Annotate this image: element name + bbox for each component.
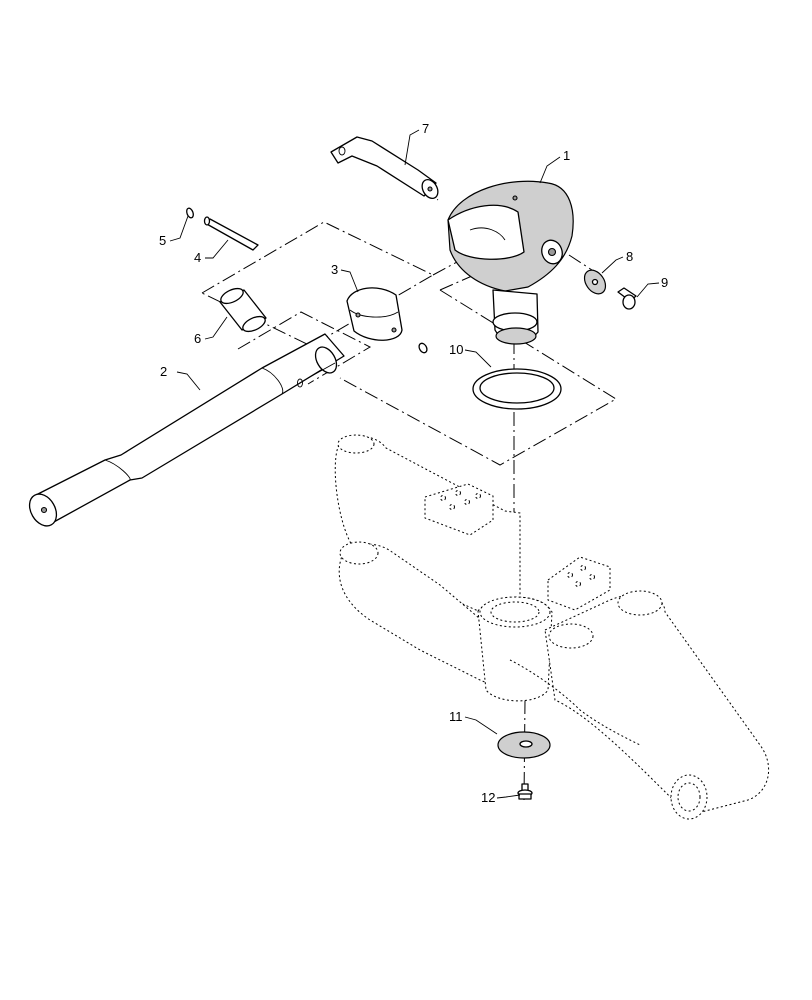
leader-lines <box>169 129 660 799</box>
part-1-housing[interactable] <box>447 180 574 345</box>
callout-10: 10 <box>449 342 463 357</box>
part-4-pin[interactable] <box>203 216 259 251</box>
callout-1: 1 <box>563 148 570 163</box>
part-5-clip[interactable] <box>185 207 194 219</box>
callout-5: 5 <box>159 233 166 248</box>
callout-3: 3 <box>331 262 338 277</box>
callout-8: 8 <box>626 249 633 264</box>
part-11-lower-washer[interactable] <box>497 731 551 759</box>
callout-11: 11 <box>449 709 463 724</box>
callout-4: 4 <box>194 250 201 265</box>
part-12-lower-bolt[interactable] <box>517 783 533 800</box>
callout-7: 7 <box>422 121 429 136</box>
phantom-axle-body <box>334 434 769 820</box>
callout-2: 2 <box>160 364 167 379</box>
part-9-bolt[interactable] <box>617 287 637 310</box>
callout-12: 12 <box>481 790 495 805</box>
part-6-bushing[interactable] <box>219 285 268 334</box>
part-8-washer[interactable] <box>580 266 610 298</box>
callout-labels: 1 2 3 4 5 6 7 8 9 10 11 12 <box>159 121 668 805</box>
part-2-shaft[interactable] <box>24 333 345 531</box>
callout-9: 9 <box>661 275 668 290</box>
part-7-pivot-pin[interactable] <box>330 136 441 201</box>
part-3-half-bushing[interactable] <box>346 287 429 354</box>
part-10-seal-ring[interactable] <box>472 368 562 410</box>
callout-6: 6 <box>194 331 201 346</box>
